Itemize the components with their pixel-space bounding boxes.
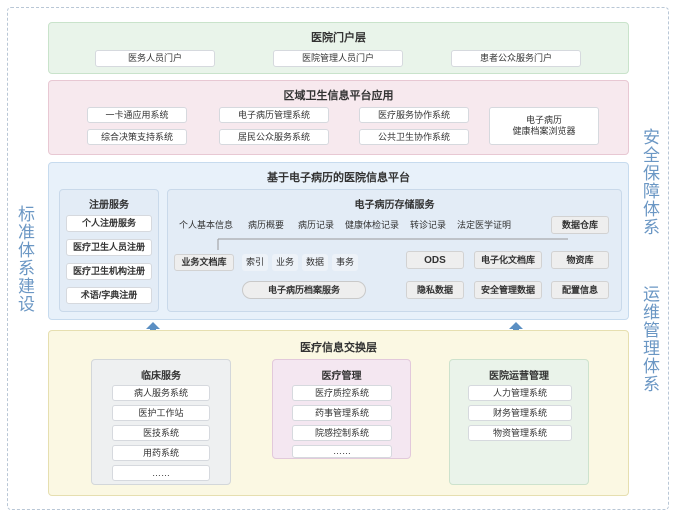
emr-storage-panel: 电子病历存储服务 个人基本信息 病历概要 病历记录 健康体检记录 转诊记录 法定…	[167, 189, 622, 312]
regional-card-system: 一卡通应用系统	[87, 107, 187, 123]
registry-person: 个人注册服务	[66, 215, 152, 232]
storage-legal-certificate: 法定医学证明	[456, 219, 511, 230]
portal-layer: 医院门户层 医务人员门户 医院管理人员门户 患者公众服务门户	[48, 22, 629, 74]
medical-mgmt-panel: 医疗管理 医疗质控系统 药事管理系统 院感控制系统 ……	[272, 359, 411, 459]
medical-mgmt-title: 医疗管理	[321, 371, 362, 382]
storage-config-info: 配置信息	[551, 281, 609, 299]
outer-frame	[7, 7, 669, 510]
storage-data-warehouse: 数据仓库	[551, 216, 609, 234]
storage-index: 索引	[242, 254, 268, 271]
storage-data: 数据	[302, 254, 328, 271]
operations-material: 物资管理系统	[468, 425, 572, 441]
storage-personal-info: 个人基本信息	[178, 219, 233, 230]
side-label-operations: 运维管理体系	[640, 285, 659, 393]
portal-hospital-managers: 医院管理人员门户	[273, 50, 403, 67]
operations-hr: 人力管理系统	[468, 385, 572, 401]
storage-ods: ODS	[406, 251, 464, 269]
storage-emr-archive-service: 电子病历档案服务	[242, 281, 366, 299]
operations-title: 医院运营管理	[489, 371, 549, 382]
registry-staff: 医疗卫生人员注册	[66, 239, 152, 256]
storage-privacy-data: 隐私数据	[406, 281, 464, 299]
storage-medical-records: 病历记录	[297, 219, 334, 230]
regional-layer: 区域卫生信息平台应用 一卡通应用系统 综合决策支持系统 电子病历管理系统 居民公…	[48, 80, 629, 155]
storage-health-exam: 健康体检记录	[344, 219, 399, 230]
storage-business: 业务	[272, 254, 298, 271]
storage-material-lib: 物资库	[551, 251, 609, 269]
regional-emr-management: 电子病历管理系统	[219, 107, 329, 123]
portal-medical-staff: 医务人员门户	[95, 50, 215, 67]
storage-security-mgmt-data: 安全管理数据	[474, 281, 542, 299]
clinical-patient-service: 病人服务系统	[112, 385, 210, 401]
operations-finance: 财务管理系统	[468, 405, 572, 421]
portal-layer-title: 医院门户层	[311, 32, 366, 44]
exchange-layer: 医疗信息交换层 临床服务 病人服务系统 医护工作站 医技系统 用药系统 …… 医…	[48, 330, 629, 496]
exchange-layer-title: 医疗信息交换层	[300, 342, 377, 354]
clinical-medication: 用药系统	[112, 445, 210, 461]
regional-public-service: 居民公众服务系统	[219, 129, 329, 145]
clinical-title: 临床服务	[141, 371, 181, 382]
operations-panel: 医院运营管理 人力管理系统 财务管理系统 物资管理系统	[449, 359, 589, 485]
storage-emr-doc-lib: 电子化文档库	[474, 251, 542, 269]
side-label-standards: 标准体系建设	[15, 205, 34, 313]
clinical-more: ……	[112, 465, 210, 481]
storage-record-summary: 病历概要	[247, 219, 284, 230]
clinical-panel: 临床服务 病人服务系统 医护工作站 医技系统 用药系统 ……	[91, 359, 231, 485]
storage-transaction: 事务	[332, 254, 358, 271]
medical-more: ……	[292, 445, 392, 458]
platform-layer: 基于电子病历的医院信息平台 注册服务 个人注册服务 医疗卫生人员注册 医疗卫生机…	[48, 162, 629, 320]
clinical-medtech: 医技系统	[112, 425, 210, 441]
storage-referral: 转诊记录	[409, 219, 446, 230]
medical-pharmacy-mgmt: 药事管理系统	[292, 405, 392, 421]
clinical-nurse-station: 医护工作站	[112, 405, 210, 421]
registry-institution: 医疗卫生机构注册	[66, 263, 152, 280]
portal-patients-public: 患者公众服务门户	[451, 50, 581, 67]
registry-panel: 注册服务 个人注册服务 医疗卫生人员注册 医疗卫生机构注册 术语/字典注册	[59, 189, 159, 312]
regional-emr-browser: 电子病历 健康档案浏览器	[489, 107, 599, 145]
medical-quality-control: 医疗质控系统	[292, 385, 392, 401]
emr-storage-title: 电子病历存储服务	[354, 200, 435, 211]
platform-layer-title: 基于电子病历的医院信息平台	[267, 172, 410, 184]
registry-title: 注册服务	[89, 200, 129, 211]
regional-service-collab: 医疗服务协作系统	[359, 107, 469, 123]
regional-layer-title: 区域卫生信息平台应用	[283, 90, 394, 102]
medical-infection-control: 院感控制系统	[292, 425, 392, 441]
regional-public-health: 公共卫生协作系统	[359, 129, 469, 145]
side-label-security: 安全保障体系	[640, 128, 659, 236]
regional-decision-support: 综合决策支持系统	[87, 129, 187, 145]
storage-business-doc-lib: 业务文档库	[174, 254, 234, 271]
registry-terminology: 术语/字典注册	[66, 287, 152, 304]
